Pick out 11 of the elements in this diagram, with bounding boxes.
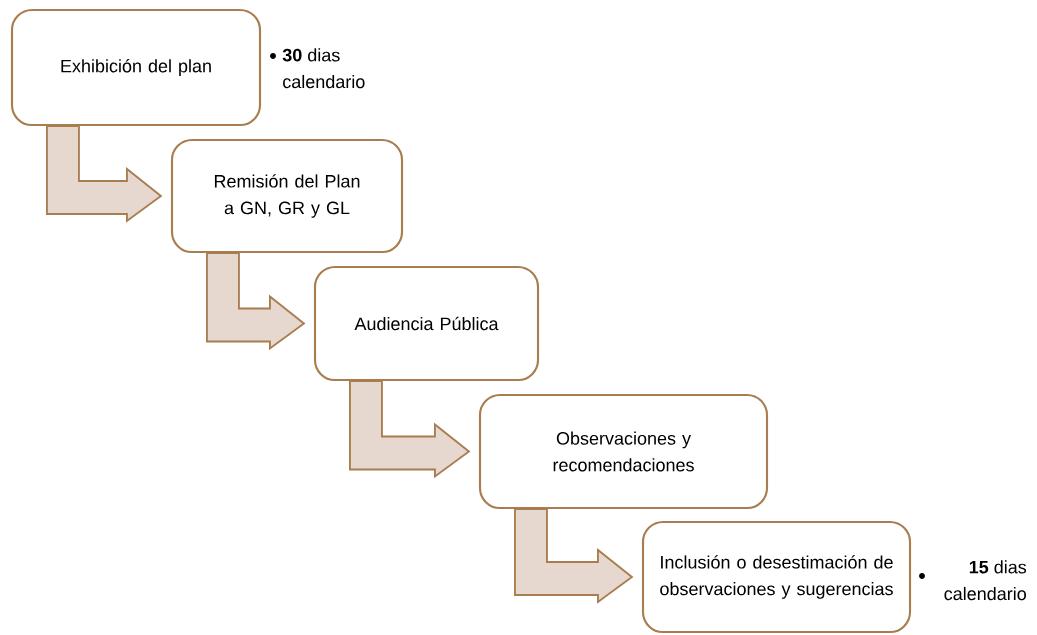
bent-arrow — [46, 125, 163, 223]
process-box: Observaciones y recomendaciones — [478, 393, 769, 510]
duration-note: 30 dias calendario — [282, 48, 365, 89]
process-box: Inclusión o desestimación de observaciones y sugerencias — [641, 520, 912, 634]
process-box: Remisión del Plan a GN, GR y GL — [170, 138, 404, 254]
bent-arrow — [349, 380, 471, 479]
bent-arrow — [514, 508, 634, 604]
bent-arrow — [206, 252, 306, 351]
duration-note: 15 dias calendario — [944, 560, 1027, 601]
process-box: Audiencia Pública — [313, 265, 540, 382]
process-box: Exhibición del plan — [10, 8, 262, 127]
